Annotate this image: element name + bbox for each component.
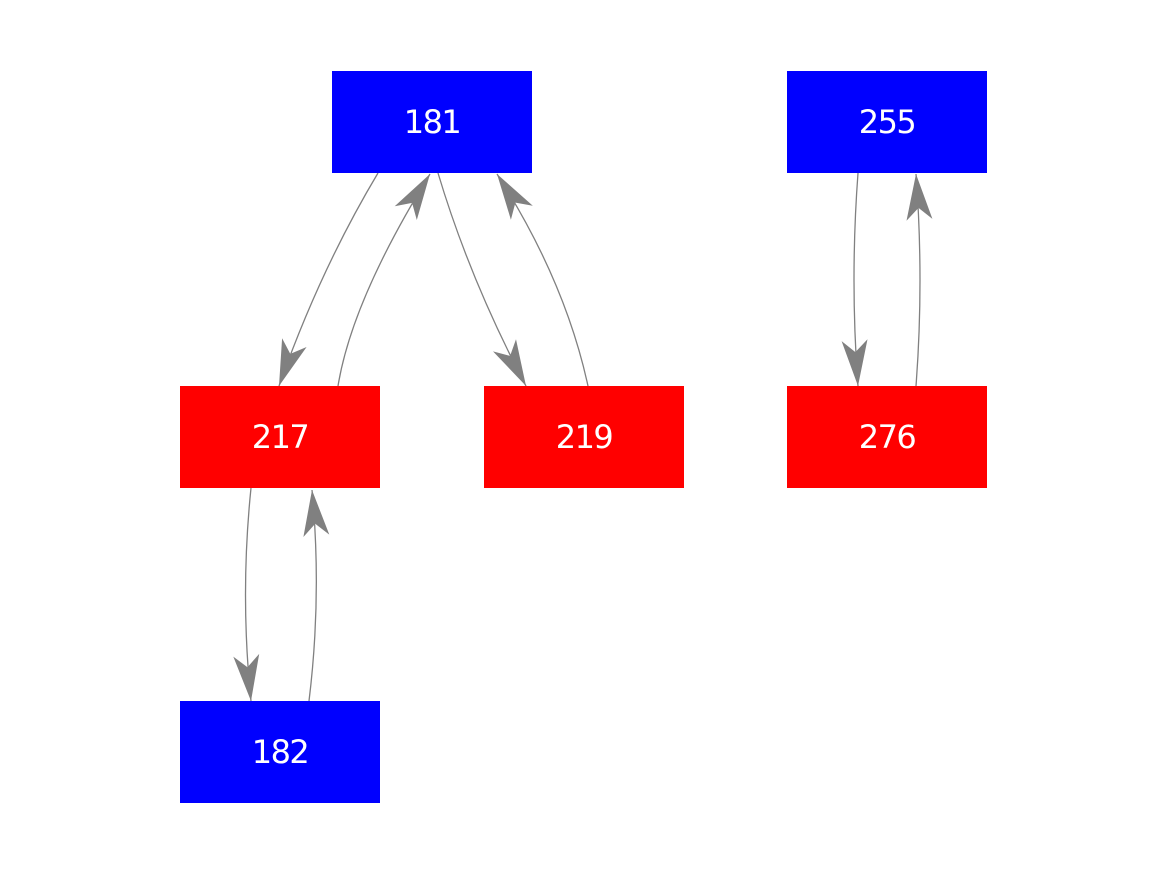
node-255: 255 [787, 71, 987, 173]
arrowhead-219-181 [497, 174, 533, 220]
arrowhead-181-217 [279, 338, 307, 386]
arrowhead-181-219 [493, 339, 526, 386]
node-182: 182 [180, 701, 380, 803]
node-label: 182 [251, 733, 310, 771]
node-276: 276 [787, 386, 987, 488]
arrowhead-276-255 [906, 174, 933, 221]
edge-217-181 [337, 173, 431, 387]
node-label: 181 [403, 103, 462, 141]
node-label: 217 [251, 418, 310, 456]
arrowhead-217-181 [394, 174, 430, 220]
node-217: 217 [180, 386, 380, 488]
arrowhead-217-182 [233, 653, 260, 701]
node-label: 276 [858, 418, 917, 456]
node-181: 181 [332, 71, 532, 173]
arrowhead-182-217 [303, 490, 330, 537]
node-label: 219 [555, 418, 614, 456]
arrowhead-255-276 [841, 339, 868, 386]
node-219: 219 [484, 386, 684, 488]
node-label: 255 [858, 103, 917, 141]
